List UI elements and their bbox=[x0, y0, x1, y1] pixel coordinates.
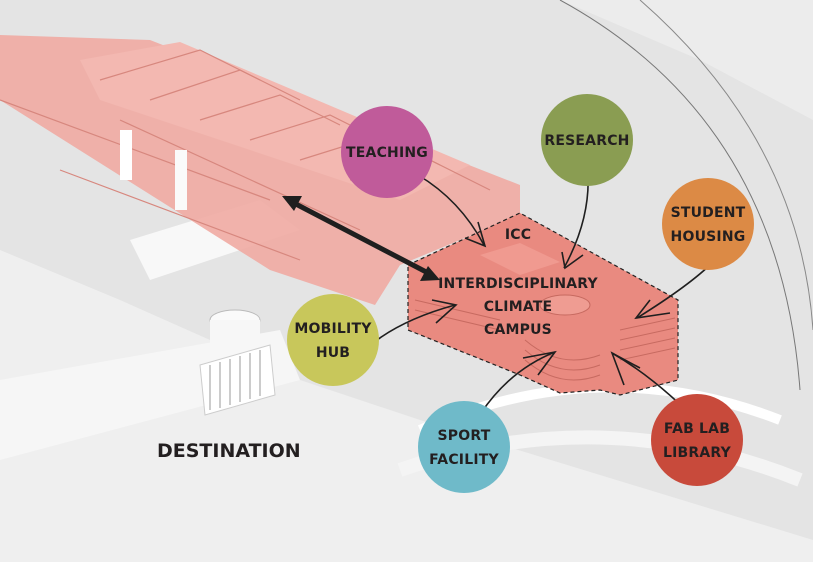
node-circle bbox=[418, 401, 510, 493]
icc-building bbox=[407, 212, 679, 396]
icc-label-line: CLIMATE bbox=[484, 299, 553, 315]
icc-label: ICC INTERDISCIPLINARY CLIMATE CAMPUS bbox=[438, 227, 598, 338]
teaching-arrow bbox=[417, 174, 485, 246]
icc-label-line: INTERDISCIPLINARY bbox=[438, 276, 598, 292]
node-circle bbox=[287, 294, 379, 386]
node-student-housing: STUDENT HOUSING bbox=[662, 178, 754, 270]
node-label: RESEARCH bbox=[544, 133, 629, 149]
icc-label-line: CAMPUS bbox=[484, 322, 552, 338]
program-nodes: TEACHING RESEARCH STUDENT HOUSING MOBILITY HU… bbox=[287, 94, 754, 493]
node-sport-facility: SPORT FACILITY bbox=[418, 401, 510, 493]
node-label: LIBRARY bbox=[663, 445, 732, 461]
node-label: FAB LAB bbox=[664, 421, 730, 437]
node-research: RESEARCH bbox=[541, 94, 633, 186]
node-label: FACILITY bbox=[429, 452, 499, 468]
icc-label-line: ICC bbox=[505, 227, 531, 243]
destination-label: DESTINATION bbox=[157, 440, 301, 462]
node-label: HUB bbox=[316, 345, 350, 361]
destination-link-arrow bbox=[290, 199, 434, 278]
node-fab-lab-library: FAB LAB LIBRARY bbox=[651, 394, 743, 486]
node-label: HOUSING bbox=[671, 229, 746, 245]
node-label: MOBILITY bbox=[294, 321, 372, 337]
node-label: TEACHING bbox=[346, 145, 428, 161]
node-mobility-hub: MOBILITY HUB bbox=[287, 294, 379, 386]
node-label: STUDENT bbox=[671, 205, 746, 221]
node-circle bbox=[651, 394, 743, 486]
node-circle bbox=[341, 106, 433, 198]
sport-arrow bbox=[480, 351, 556, 414]
node-teaching: TEACHING bbox=[341, 106, 433, 198]
node-label: SPORT bbox=[438, 428, 491, 444]
node-circle bbox=[541, 94, 633, 186]
node-circle bbox=[662, 178, 754, 270]
